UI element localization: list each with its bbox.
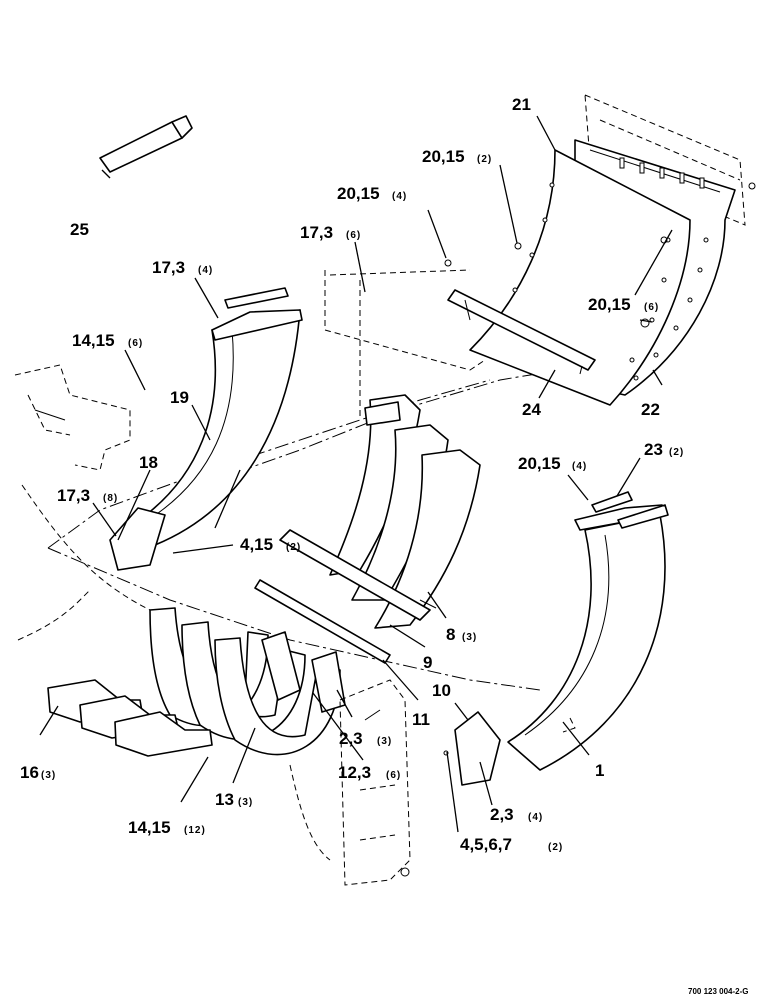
liner-slots xyxy=(619,157,705,189)
callout-22: 22 xyxy=(641,400,660,419)
left-clip xyxy=(224,287,289,309)
callout-24: 24 xyxy=(522,400,541,419)
callout-4-15-qty: (2) xyxy=(286,542,301,553)
callout-20-15-c-qty: (6) xyxy=(644,302,659,313)
callout-12-3-qty: (6) xyxy=(386,770,401,781)
grease-tube xyxy=(99,115,193,173)
right-curved-sheet xyxy=(507,504,666,771)
callout-8-qty: (3) xyxy=(462,632,477,643)
callout-13: 13 xyxy=(215,790,234,809)
callout-18: 18 xyxy=(139,453,158,472)
u-guides xyxy=(149,607,346,756)
callout-8: 8 xyxy=(446,625,455,644)
callout-20-15-qty: (2) xyxy=(477,154,492,165)
callout-14-15-qty: (6) xyxy=(128,338,143,349)
callout-11: 11 xyxy=(412,710,430,729)
callout-17-3-b: 17,3 xyxy=(300,223,333,242)
callout-17-3-c-qty: (8) xyxy=(103,493,118,504)
figure-id: 700 123 004-2-G xyxy=(688,987,749,996)
callout-2-3-b-qty: (4) xyxy=(528,812,543,823)
callout-9: 9 xyxy=(423,653,432,672)
right-mount-bracket xyxy=(443,711,501,786)
callout-14-15-b: 14,15 xyxy=(128,818,171,837)
callout-20-15-d: 20,15 xyxy=(518,454,561,473)
callout-4-15: 4,15 xyxy=(240,535,273,554)
callout-4-5-6-7: 4,5,6,7 xyxy=(460,835,512,854)
left-bracket xyxy=(109,507,166,571)
rear-frame-phantom xyxy=(584,94,756,226)
callout-14-15: 14,15 xyxy=(72,331,115,350)
callout-17-3-qty: (4) xyxy=(198,265,213,276)
callout-1: 1 xyxy=(595,761,604,780)
callout-17-3: 17,3 xyxy=(152,258,185,277)
callout-2-3-qty: (3) xyxy=(377,736,392,747)
callout-13-qty: (3) xyxy=(238,797,253,808)
callout-2-3-b: 2,3 xyxy=(490,805,514,824)
callout-20-15-b-qty: (4) xyxy=(392,191,407,202)
crossbar xyxy=(279,529,437,621)
callout-20-15: 20,15 xyxy=(422,147,465,166)
leader-lines xyxy=(39,115,673,833)
callout-19: 19 xyxy=(170,388,189,407)
lower-frame-phantom xyxy=(289,679,576,886)
callout-23-qty: (2) xyxy=(669,447,684,458)
callout-16: 16 xyxy=(20,763,39,782)
callout-10: 10 xyxy=(432,681,451,700)
callout-17-3-b-qty: (6) xyxy=(346,230,361,241)
callout-20-15-d-qty: (4) xyxy=(572,461,587,472)
callout-21: 21 xyxy=(512,95,531,114)
curved-shield xyxy=(469,149,691,406)
callout-16-qty: (3) xyxy=(41,770,56,781)
callout-2-3: 2,3 xyxy=(339,729,363,748)
callout-14-15-b-qty: (12) xyxy=(184,825,206,836)
angle-strip xyxy=(447,289,596,375)
left-curved-sheet xyxy=(131,309,303,546)
callout-4-5-6-7-qty: (2) xyxy=(548,842,563,853)
curved-guides xyxy=(329,394,481,629)
callout-17-3-c: 17,3 xyxy=(57,486,90,505)
guard-shoes xyxy=(47,679,213,757)
callout-20-15-c: 20,15 xyxy=(588,295,631,314)
callouts: 1 2,3 (3) 2,3 (4) 4,5,6,7 (2) 4,15 (2) 8… xyxy=(20,95,684,854)
callout-12-3: 12,3 xyxy=(338,763,371,782)
left-frame-mount xyxy=(14,364,131,471)
right-straps xyxy=(591,491,669,529)
callout-20-15-b: 20,15 xyxy=(337,184,380,203)
callout-23: 23 xyxy=(644,440,663,459)
callout-25: 25 xyxy=(70,220,89,239)
